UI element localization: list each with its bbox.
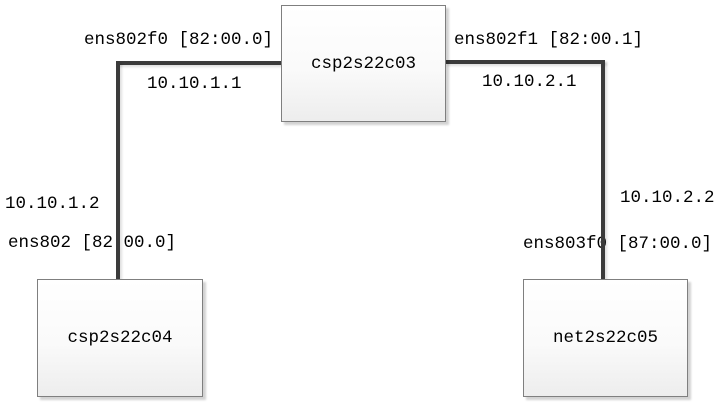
link2-horizontal-segment [445,60,605,64]
link1-source-ip-label: 10.10.1.1 [147,74,242,94]
node-csp2s22c03: csp2s22c03 [281,5,446,122]
node-net2s22c05: net2s22c05 [523,279,688,397]
link2-vertical-segment [601,60,605,280]
link2-target-interface-label: ens803f0 [87:00.0] [523,234,713,254]
link1-source-interface-label: ens802f0 [82:00.0] [84,30,274,50]
node-csp2s22c03-label: csp2s22c03 [310,53,417,74]
link1-vertical-segment [116,61,120,280]
node-net2s22c05-label: net2s22c05 [552,328,659,348]
link1-target-interface-label: ens802 [82:00.0] [8,233,177,253]
node-csp2s22c04: csp2s22c04 [37,279,203,397]
node-csp2s22c04-label: csp2s22c04 [67,328,173,348]
link1-horizontal-segment [116,61,282,65]
link1-target-ip-label: 10.10.1.2 [5,194,100,214]
link2-target-ip-label: 10.10.2.2 [620,188,715,208]
link2-source-interface-label: ens802f1 [82:00.1] [454,30,644,50]
link2-source-ip-label: 10.10.2.1 [482,72,577,92]
